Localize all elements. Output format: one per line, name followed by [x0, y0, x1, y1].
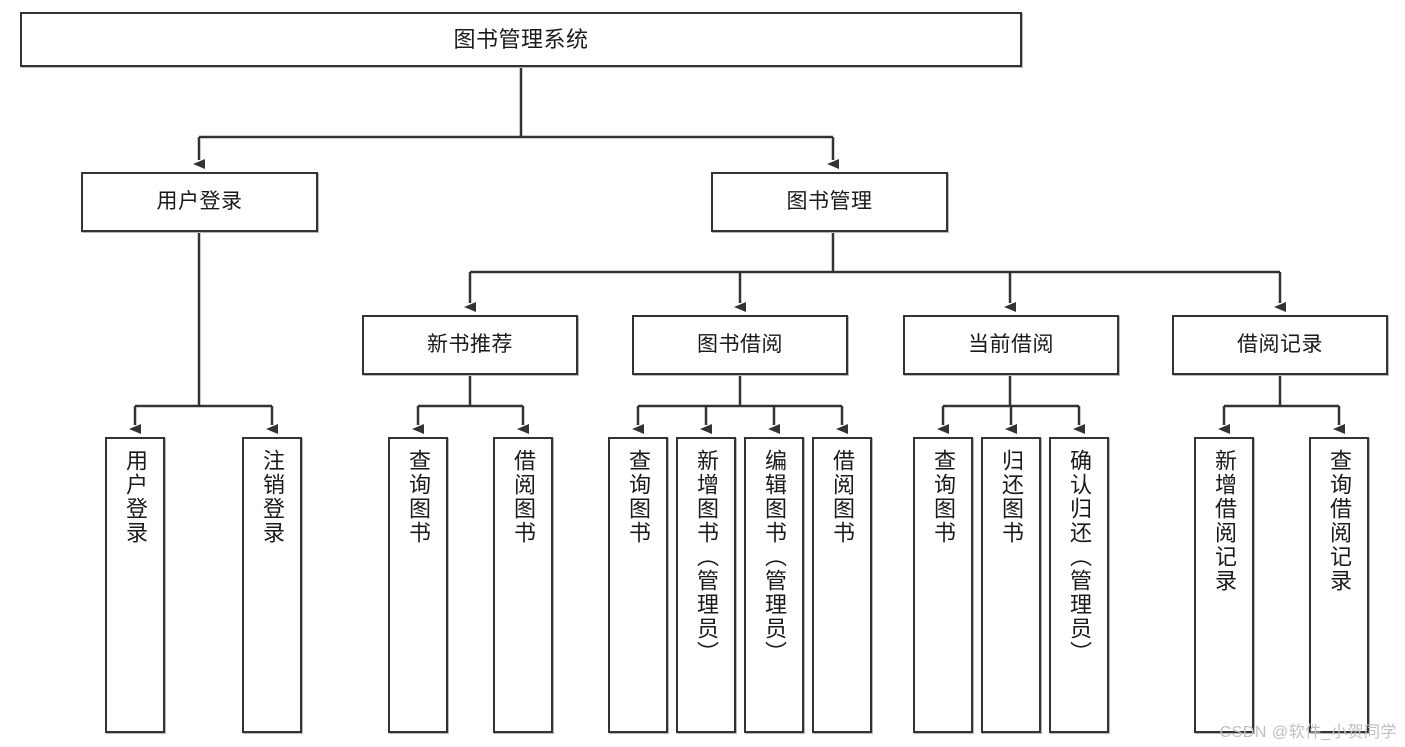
node-label: 借阅图书 [511, 449, 536, 545]
node-borrow-record[interactable]: 借阅记录 [1172, 315, 1388, 375]
node-user-login[interactable]: 用户登录 [81, 172, 318, 232]
node-label: 新增图书（管理员） [694, 449, 719, 665]
node-label: 查询借阅记录 [1327, 449, 1352, 593]
node-leaf-add-record[interactable]: 新增借阅记录 [1194, 437, 1254, 733]
node-label: 注销登录 [260, 449, 285, 545]
node-leaf-query-book-1[interactable]: 查询图书 [388, 437, 448, 733]
node-leaf-confirm-return[interactable]: 确认归还（管理员） [1049, 437, 1109, 733]
node-leaf-query-book-2[interactable]: 查询图书 [608, 437, 668, 733]
node-leaf-borrow-book-2[interactable]: 借阅图书 [812, 437, 872, 733]
node-leaf-add-book[interactable]: 新增图书（管理员） [676, 437, 736, 733]
node-new-book-recommend[interactable]: 新书推荐 [362, 315, 578, 375]
node-label: 编辑图书（管理员） [762, 449, 787, 665]
node-label: 确认归还（管理员） [1067, 449, 1092, 665]
node-label: 图书管理 [786, 189, 873, 213]
node-label: 图书借阅 [697, 332, 783, 356]
node-leaf-return-book[interactable]: 归还图书 [981, 437, 1041, 733]
node-label: 查询图书 [406, 449, 431, 545]
node-label: 新书推荐 [427, 332, 513, 356]
node-label: 借阅记录 [1237, 332, 1323, 356]
node-label: 用户登录 [123, 449, 148, 545]
node-label: 当前借阅 [968, 332, 1054, 356]
node-root-system[interactable]: 图书管理系统 [20, 12, 1022, 67]
node-label: 新增借阅记录 [1212, 449, 1237, 593]
node-leaf-user-login[interactable]: 用户登录 [105, 437, 165, 733]
node-label: 查询图书 [626, 449, 651, 545]
node-book-manage[interactable]: 图书管理 [711, 172, 948, 232]
node-leaf-borrow-book-1[interactable]: 借阅图书 [493, 437, 553, 733]
node-label: 查询图书 [931, 449, 956, 545]
node-label: 归还图书 [999, 449, 1024, 545]
node-leaf-query-record[interactable]: 查询借阅记录 [1309, 437, 1369, 733]
node-label: 用户登录 [156, 189, 243, 213]
node-leaf-edit-book[interactable]: 编辑图书（管理员） [744, 437, 804, 733]
node-book-borrow[interactable]: 图书借阅 [632, 315, 848, 375]
node-leaf-logout[interactable]: 注销登录 [242, 437, 302, 733]
node-current-borrow[interactable]: 当前借阅 [903, 315, 1119, 375]
node-label: 图书管理系统 [453, 26, 589, 52]
node-leaf-query-book-3[interactable]: 查询图书 [913, 437, 973, 733]
node-label: 借阅图书 [830, 449, 855, 545]
